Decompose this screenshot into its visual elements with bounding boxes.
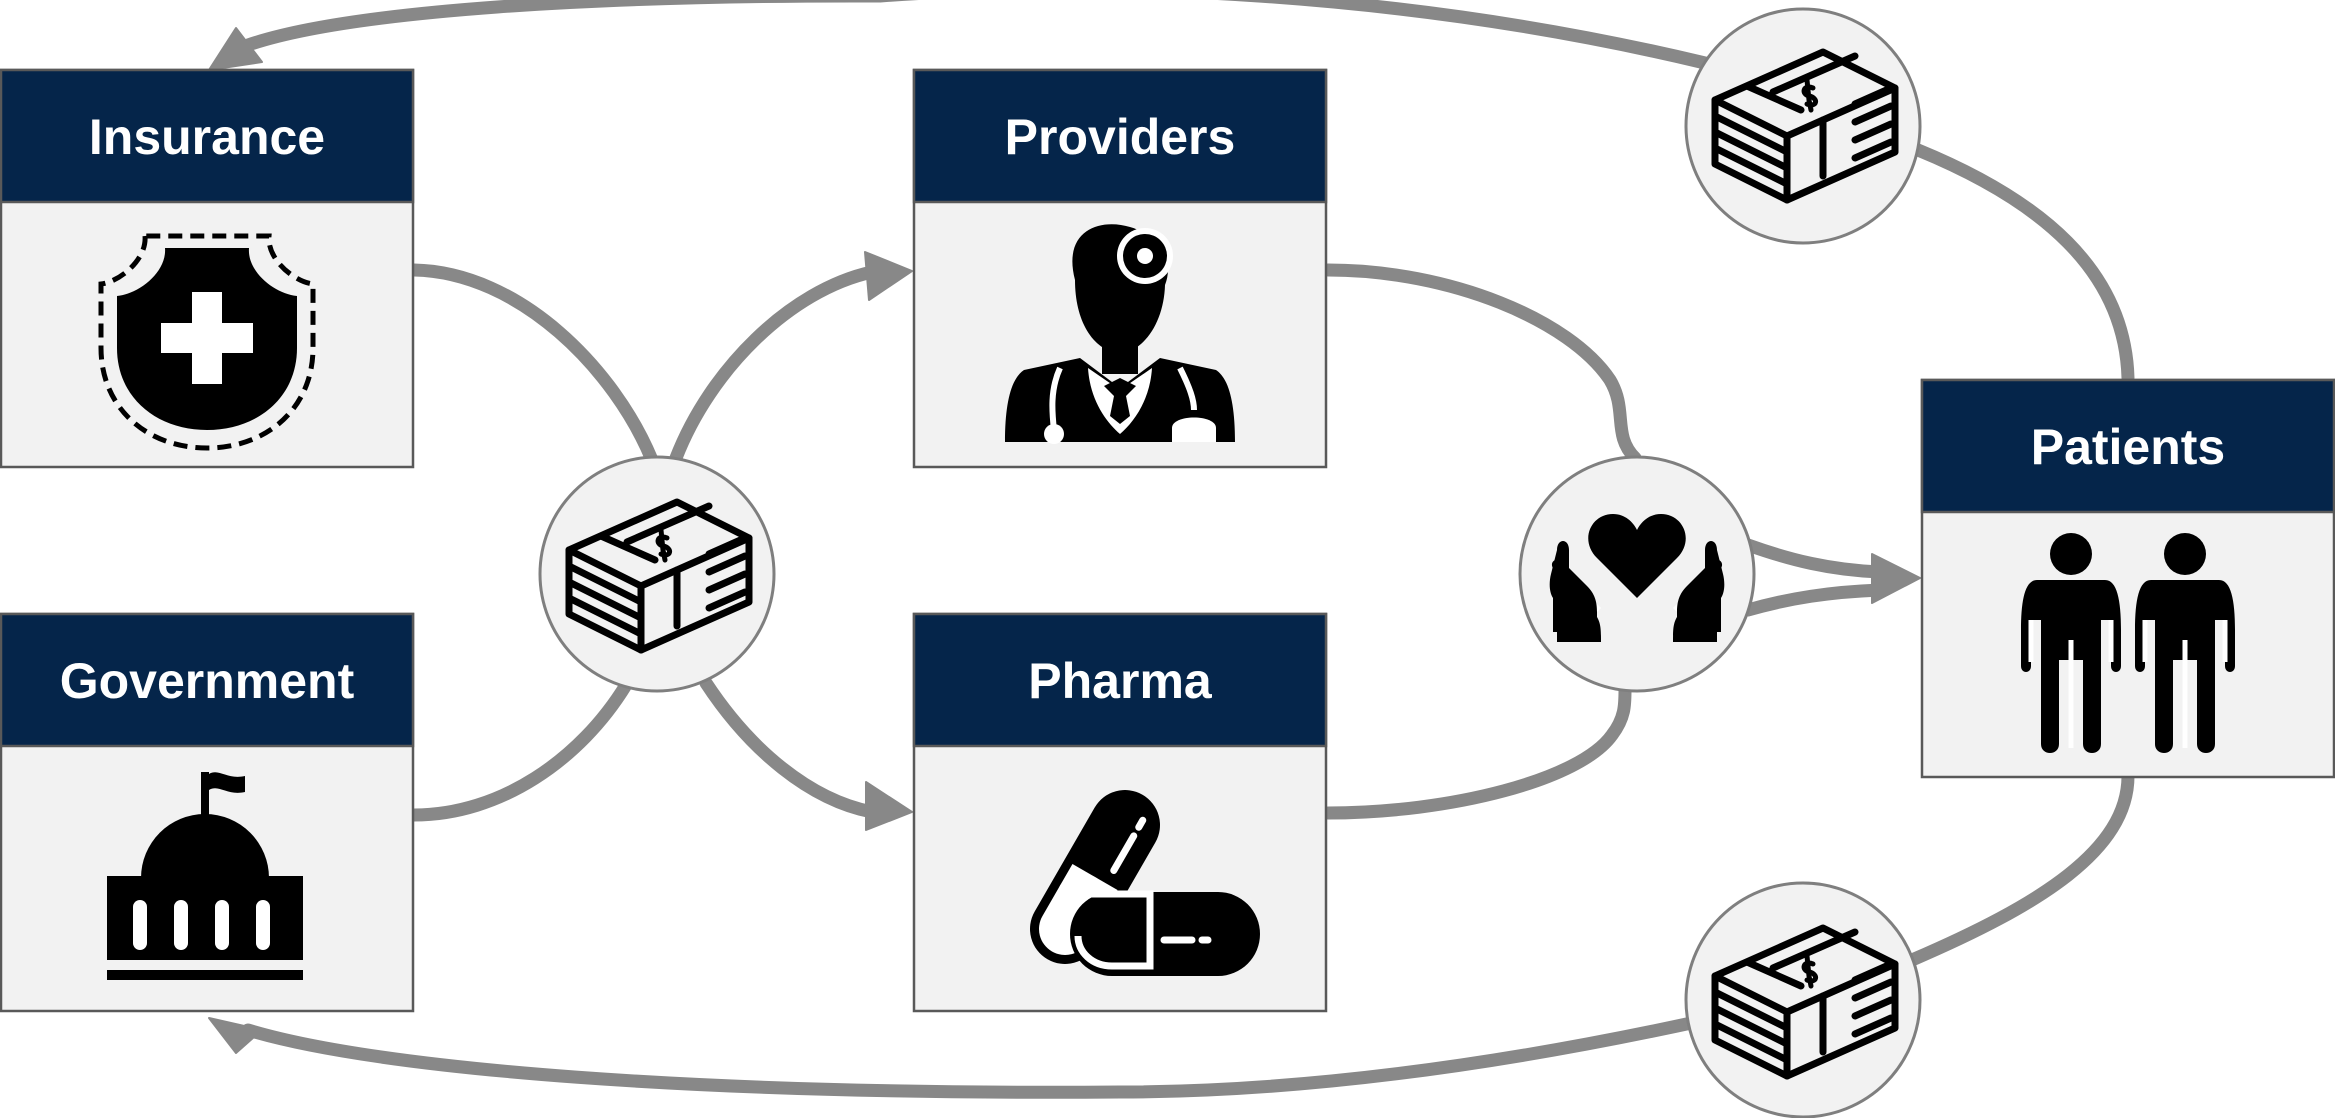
doctor-icon xyxy=(1005,224,1235,444)
arrow-government-to-hub xyxy=(407,678,633,822)
arrow-patients-to-insurance xyxy=(241,0,1712,70)
government-building-icon xyxy=(107,772,303,980)
arrow-patients-to-tax xyxy=(1905,769,2135,967)
arrowhead-patients xyxy=(1871,553,1921,604)
heart-hands-icon xyxy=(1549,514,1725,642)
node-government-label: Government xyxy=(60,653,355,709)
connector-premium-payment xyxy=(1684,7,1922,245)
arrow-patients-to-government xyxy=(241,1013,1712,1099)
arrow-care-to-patients-upper xyxy=(1741,538,1887,579)
arrow-patients-to-premium xyxy=(1911,143,2135,385)
pill-capsules-icon xyxy=(1030,790,1260,976)
node-patients-label: Patients xyxy=(2031,419,2226,475)
node-providers: Providers xyxy=(912,68,1328,469)
arrowhead-pharma xyxy=(865,781,913,831)
connector-lines xyxy=(208,0,2135,1099)
arrow-hub-to-pharma xyxy=(699,676,879,819)
node-insurance-label: Insurance xyxy=(89,109,325,165)
arrowhead-insurance xyxy=(208,27,263,71)
node-pharma-label: Pharma xyxy=(1028,653,1213,709)
connector-payment-hub xyxy=(538,455,776,693)
arrow-providers-to-care xyxy=(1321,263,1642,465)
arrow-hub-to-providers xyxy=(669,265,879,465)
node-patients: Patients xyxy=(1920,378,2335,779)
people-icon xyxy=(2021,533,2235,753)
node-pharma: Pharma xyxy=(912,612,1328,1013)
insurance-shield-icon xyxy=(98,233,316,451)
node-providers-label: Providers xyxy=(1005,109,1236,165)
arrow-insurance-to-hub xyxy=(407,263,659,467)
node-insurance: Insurance xyxy=(0,68,415,469)
arrowhead-government xyxy=(208,1017,263,1054)
arrowhead-providers xyxy=(864,251,913,301)
node-government: Government xyxy=(0,612,415,1013)
arrow-pharma-to-care xyxy=(1321,683,1632,820)
connector-tax-payment xyxy=(1684,881,1922,1118)
connector-care-hub xyxy=(1518,455,1756,693)
arrow-care-to-patients-lower xyxy=(1741,583,1887,617)
